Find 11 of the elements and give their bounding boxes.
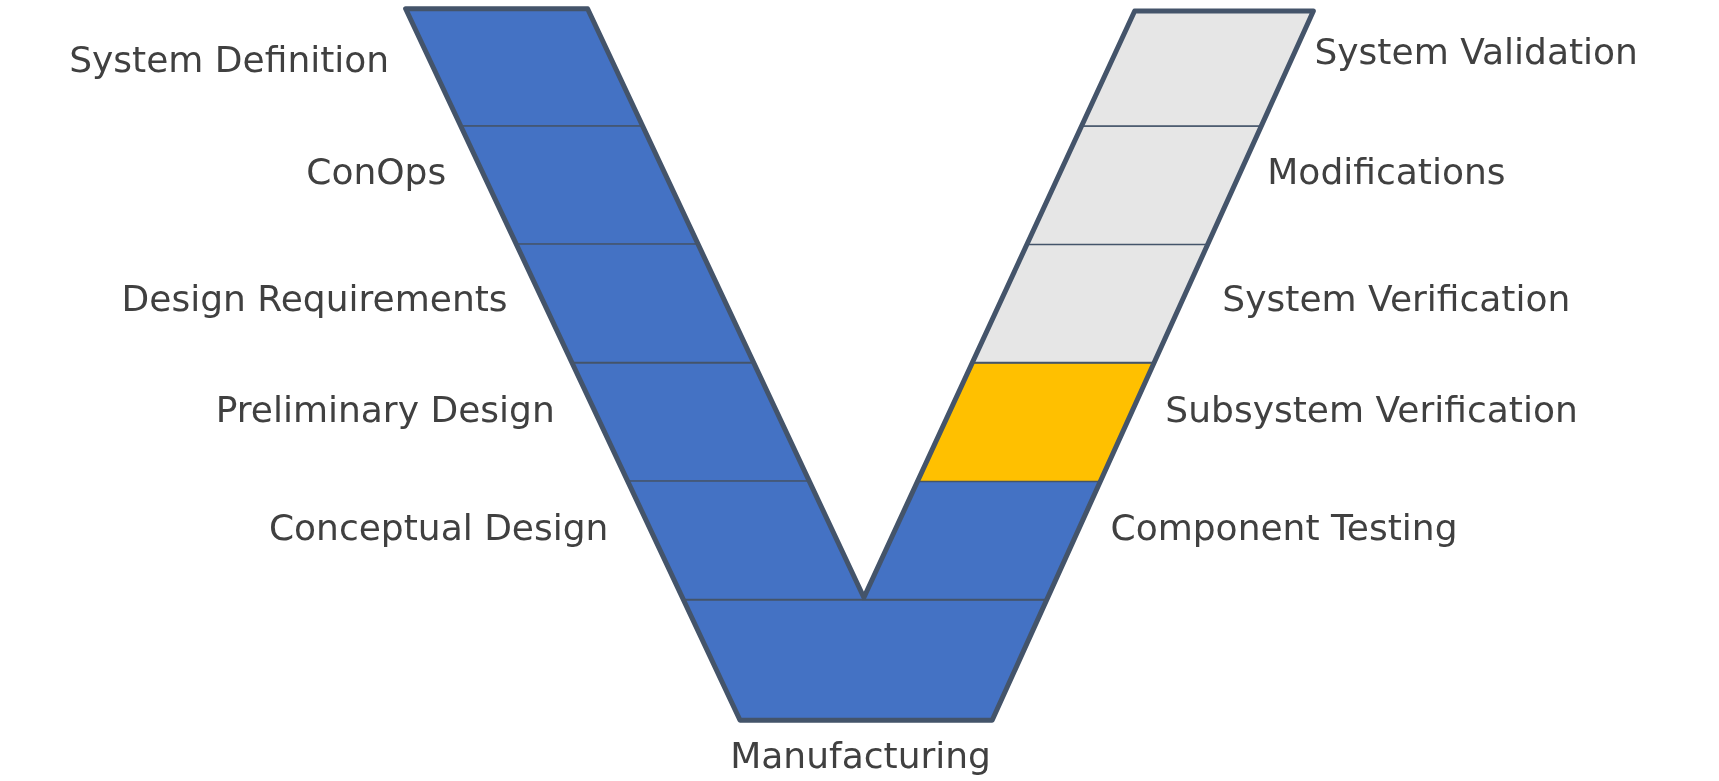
stage-label: System Definition xyxy=(69,38,390,82)
stage-label: Preliminary Design xyxy=(215,388,555,432)
stage-label: Subsystem Verification xyxy=(1165,388,1578,432)
stage-label: Design Requirements xyxy=(121,277,508,321)
stage-label: Conceptual Design xyxy=(268,506,609,550)
stage-label: ConOps xyxy=(306,150,447,194)
stage-label: System Verification xyxy=(1222,277,1571,321)
stage-label: Modifications xyxy=(1267,150,1506,194)
stage-label: Manufacturing xyxy=(730,734,991,778)
stage-label: System Validation xyxy=(1314,29,1638,73)
stage-label: Component Testing xyxy=(1110,506,1458,550)
